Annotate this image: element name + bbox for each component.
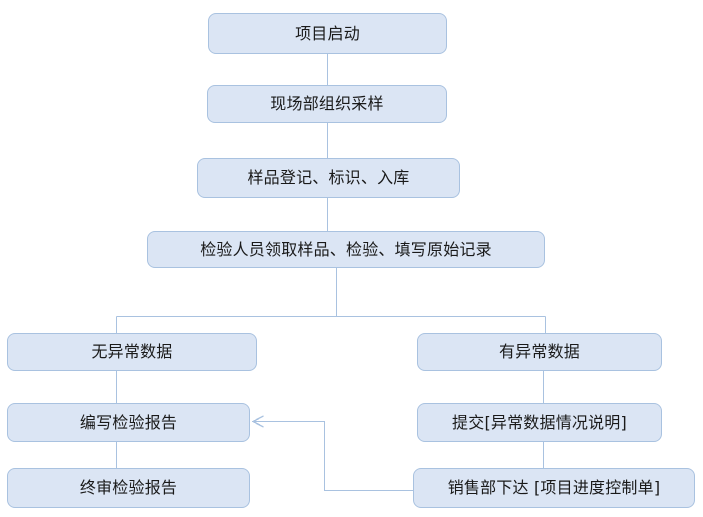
node-sales-dept-progress-control-order[interactable]: 销售部下达 [项目进度控制单] [413, 468, 695, 508]
node-label: 无异常数据 [91, 342, 173, 362]
node-label: 销售部下达 [项目进度控制单] [447, 478, 661, 498]
node-label: 编写检验报告 [79, 412, 178, 432]
node-sample-register-label-storage[interactable]: 样品登记、标识、入库 [197, 158, 460, 198]
node-submit-abnormal-data-explanation[interactable]: 提交[异常数据情况说明] [417, 403, 662, 442]
node-label: 检验人员领取样品、检验、填写原始记录 [200, 239, 492, 259]
node-project-start[interactable]: 项目启动 [208, 13, 447, 54]
node-write-inspection-report[interactable]: 编写检验报告 [7, 403, 250, 442]
node-label: 提交[异常数据情况说明] [452, 412, 627, 432]
node-label: 现场部组织采样 [270, 94, 384, 114]
node-label: 终审检验报告 [79, 478, 178, 498]
node-label: 项目启动 [295, 23, 360, 43]
node-inspector-collect-test-record[interactable]: 检验人员领取样品、检验、填写原始记录 [147, 231, 545, 268]
node-label: 样品登记、标识、入库 [247, 168, 410, 188]
edge-n10-n7 [254, 420, 413, 492]
node-label: 有异常数据 [498, 342, 580, 362]
node-no-abnormal-data[interactable]: 无异常数据 [7, 333, 257, 371]
node-has-abnormal-data[interactable]: 有异常数据 [417, 333, 662, 371]
node-field-dept-sampling[interactable]: 现场部组织采样 [207, 85, 447, 123]
edge-arrowhead-n7 [251, 415, 264, 428]
node-final-inspection-report[interactable]: 终审检验报告 [7, 468, 250, 508]
